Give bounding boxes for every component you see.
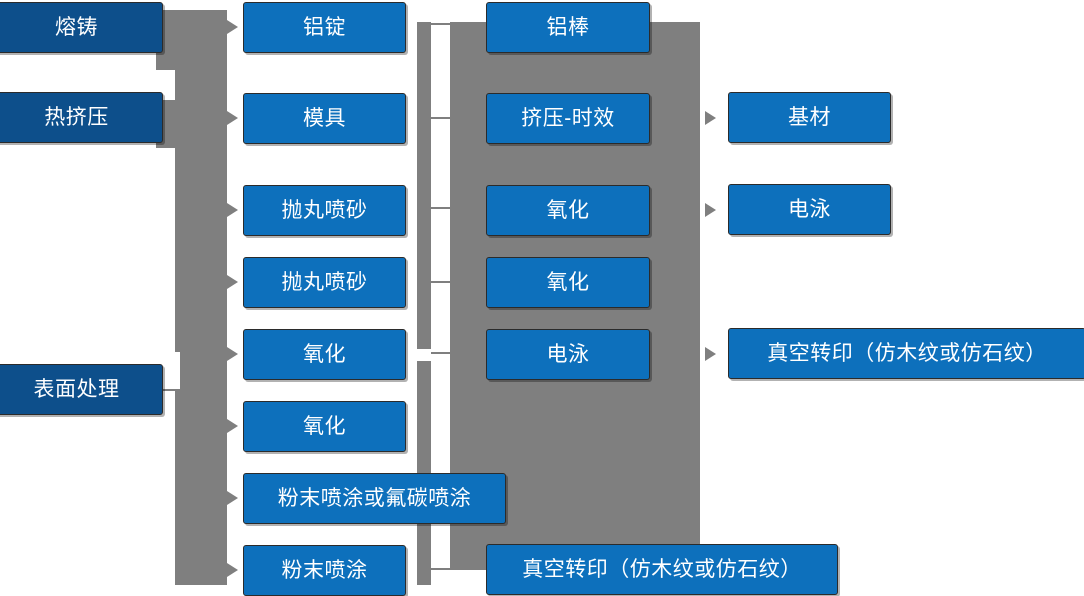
stage-box-melting[interactable]: 熔铸	[0, 2, 163, 53]
process-label-oxidation-4: 氧化	[546, 270, 590, 294]
process-box-die[interactable]: 模具	[243, 93, 406, 144]
process-box-ingot[interactable]: 铝锭	[243, 2, 406, 53]
arrow-to-oxidation-2	[227, 419, 238, 433]
tie-mid-2	[431, 117, 453, 119]
arrow-to-vacuum	[705, 347, 716, 361]
process-label-ingot: 铝锭	[303, 15, 346, 39]
process-box-oxidation-1[interactable]: 氧化	[243, 329, 406, 380]
process-label-extrusion-aging: 挤压-时效	[521, 106, 615, 130]
arrow-to-die	[227, 111, 238, 125]
arrow-to-oxidation-1	[227, 347, 238, 361]
arrow-to-powder	[227, 563, 238, 577]
process-label-powder-or-fluorocarbon: 粉末喷涂或氟碳喷涂	[277, 486, 472, 510]
tie-mid-6	[431, 568, 453, 570]
connector-spine-mid-upper	[417, 22, 431, 349]
arrow-to-shotblast-2	[227, 275, 238, 289]
tie-mid-3	[431, 207, 453, 209]
connector-stem-melting	[156, 10, 227, 70]
process-box-shotblast-1[interactable]: 抛丸喷砂	[243, 185, 406, 236]
process-box-extrusion-aging[interactable]: 挤压-时效	[486, 93, 650, 144]
arrow-to-shotblast-1	[227, 203, 238, 217]
stage-box-hot-extrusion[interactable]: 热挤压	[0, 92, 163, 143]
tie-mid-5	[431, 352, 453, 354]
arrow-to-substrate	[705, 111, 716, 125]
tie-mid-1	[431, 23, 453, 25]
arrow-to-ingot	[227, 20, 238, 34]
process-box-oxidation-2[interactable]: 氧化	[243, 401, 406, 452]
output-label-electrophoresis: 电泳	[788, 197, 831, 221]
process-label-powder-coating: 粉末喷涂	[281, 558, 368, 582]
process-box-shotblast-2[interactable]: 抛丸喷砂	[243, 257, 406, 308]
stage-label-surface-treatment: 表面处理	[33, 377, 120, 401]
process-box-oxidation-3[interactable]: 氧化	[486, 185, 650, 236]
process-label-oxidation-2: 氧化	[303, 414, 346, 438]
stage-label-hot-extrusion: 热挤压	[44, 105, 109, 129]
process-label-electrophoresis-mid: 电泳	[546, 342, 590, 366]
output-label-substrate: 基材	[788, 105, 831, 129]
process-label-die: 模具	[303, 106, 346, 130]
process-label-shotblast-1: 抛丸喷砂	[281, 198, 368, 222]
process-box-aluminum-bar[interactable]: 铝棒	[486, 2, 650, 53]
stage-box-surface-treatment[interactable]: 表面处理	[0, 364, 163, 415]
process-box-oxidation-4[interactable]: 氧化	[486, 257, 650, 308]
output-label-vacuum-transfer: 真空转印（仿木纹或仿石纹）	[767, 341, 1047, 365]
output-box-substrate[interactable]: 基材	[728, 92, 891, 143]
process-label-aluminum-bar: 铝棒	[546, 15, 590, 39]
output-box-electrophoresis[interactable]: 电泳	[728, 184, 891, 235]
tie-mid-4	[431, 281, 453, 283]
connector-trunk-left	[175, 10, 227, 585]
process-box-vacuum-transfer-mid[interactable]: 真空转印（仿木纹或仿石纹）	[486, 544, 838, 595]
connector-stem-extrude	[156, 100, 227, 148]
connector-link-surface	[163, 389, 193, 391]
process-box-electrophoresis-mid[interactable]: 电泳	[486, 329, 650, 380]
process-box-powder-or-fluorocarbon[interactable]: 粉末喷涂或氟碳喷涂	[243, 473, 506, 524]
process-label-vacuum-transfer-mid: 真空转印（仿木纹或仿石纹）	[522, 557, 802, 581]
process-label-oxidation-1: 氧化	[303, 342, 346, 366]
output-box-vacuum-transfer[interactable]: 真空转印（仿木纹或仿石纹）	[728, 328, 1084, 379]
process-label-shotblast-2: 抛丸喷砂	[281, 270, 368, 294]
arrow-to-powder-fluoro	[227, 491, 238, 505]
process-label-oxidation-3: 氧化	[546, 198, 590, 222]
process-box-powder-coating[interactable]: 粉末喷涂	[243, 545, 406, 596]
stage-label-melting: 熔铸	[55, 15, 98, 39]
arrow-to-electro	[705, 203, 716, 217]
